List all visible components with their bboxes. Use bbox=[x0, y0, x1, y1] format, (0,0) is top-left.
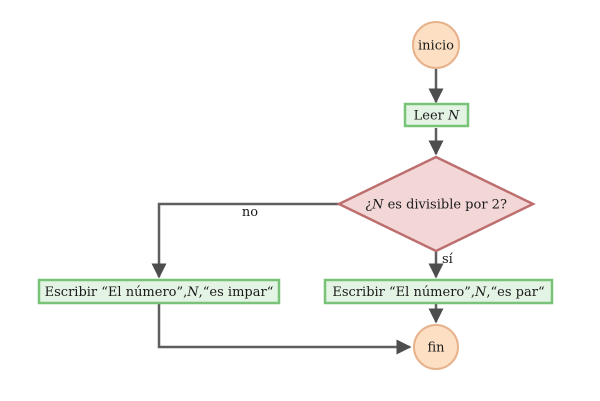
end-node: fin bbox=[413, 324, 459, 370]
decision-node-label-var: N bbox=[371, 198, 384, 213]
write-odd-node: Escribir “El número”,N,“es impar“ bbox=[37, 278, 281, 305]
start-node-shape bbox=[412, 21, 460, 69]
write-even-node-label-part1: Escribir “El número”, bbox=[332, 285, 475, 300]
edge-label-yes: sí bbox=[442, 252, 454, 267]
start-node-label: inicio bbox=[418, 39, 454, 54]
write-even-node-label-var: N bbox=[474, 285, 487, 300]
write-odd-node-shape bbox=[37, 278, 281, 305]
read-node-label-prefix: Leer bbox=[414, 109, 448, 124]
edge-write-odd-to-end bbox=[157, 304, 412, 355]
end-node-label: fin bbox=[427, 341, 445, 356]
write-even-node-shape bbox=[323, 278, 554, 305]
write-even-node-label-part2: ,“es par“ bbox=[486, 285, 544, 300]
write-odd-node-label-part2: ,“es impar“ bbox=[199, 285, 274, 300]
read-node-shape bbox=[403, 102, 470, 128]
read-node: Leer N bbox=[403, 102, 470, 128]
decision-node-label: ¿N es divisible por 2? bbox=[365, 198, 507, 213]
edges bbox=[151, 69, 444, 355]
write-even-node: Escribir “El número”,N,“es par“ bbox=[323, 278, 554, 305]
read-node-label: Leer N bbox=[414, 109, 460, 124]
decision-node-label-prefix: ¿ bbox=[365, 198, 372, 213]
end-node-shape bbox=[413, 324, 459, 370]
write-even-node-label: Escribir “El número”,N,“es par“ bbox=[332, 285, 544, 300]
edge-decision-no-to-write-odd bbox=[151, 202, 339, 279]
edge-label-no: no bbox=[242, 205, 258, 220]
write-odd-node-label: Escribir “El número”,N,“es impar“ bbox=[45, 285, 274, 300]
decision-node: ¿N es divisible por 2? bbox=[336, 155, 536, 253]
decision-node-shape bbox=[336, 155, 536, 253]
decision-node-label-suffix: es divisible por 2? bbox=[383, 198, 507, 213]
write-odd-node-label-part1: Escribir “El número”, bbox=[45, 285, 188, 300]
start-node: inicio bbox=[412, 21, 460, 69]
write-odd-node-label-var: N bbox=[186, 285, 199, 300]
read-node-label-var: N bbox=[447, 109, 460, 124]
